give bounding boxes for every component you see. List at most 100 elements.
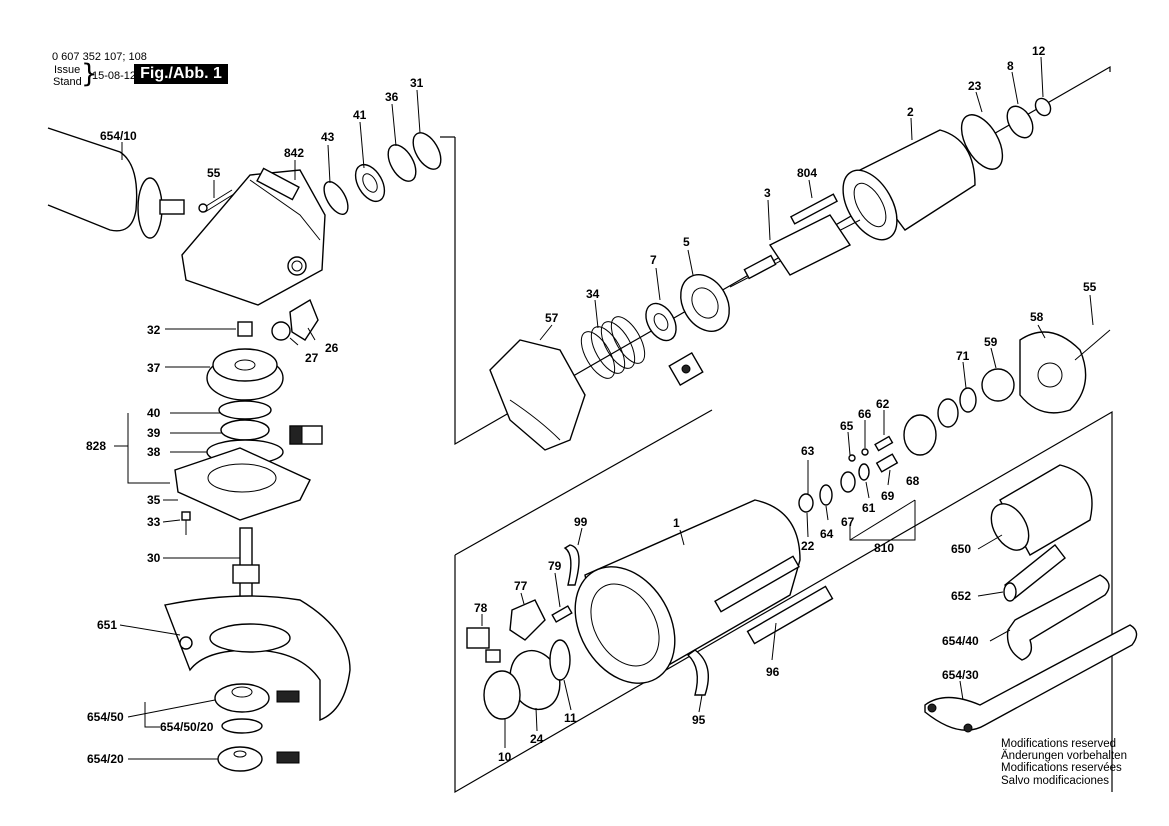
bearing-39 xyxy=(220,419,270,441)
label-38: 38 xyxy=(147,445,161,459)
label-2: 2 xyxy=(907,105,914,119)
lever-77 xyxy=(509,599,546,641)
part-labels: 654/10 55 842 43 41 36 31 32 26 27 37 40… xyxy=(86,44,1097,766)
silencer-650 xyxy=(990,464,1093,556)
label-35: 35 xyxy=(147,493,161,507)
rotor-3 xyxy=(729,214,861,288)
label-77: 77 xyxy=(514,579,528,593)
spring-79 xyxy=(551,605,573,623)
document-number: 0 607 352 107; 108 xyxy=(52,51,147,63)
issue-label: Issue xyxy=(54,64,81,76)
label-36: 36 xyxy=(385,90,399,104)
label-58: 58 xyxy=(1030,310,1044,324)
label-828: 828 xyxy=(86,439,106,453)
label-654-50: 654/50 xyxy=(87,710,124,724)
note-es: Salvo modificaciones xyxy=(1001,774,1110,787)
label-5: 5 xyxy=(683,235,690,249)
wrench-654-40 xyxy=(1006,574,1110,661)
circlip-31 xyxy=(412,132,442,170)
bevel-gear-37 xyxy=(206,348,284,401)
brace-glyph: } xyxy=(81,59,98,89)
bearing-8 xyxy=(1006,105,1034,139)
bush-32 xyxy=(237,321,253,337)
label-59: 59 xyxy=(984,335,998,349)
leader-lines xyxy=(114,56,1094,760)
bracket-810 xyxy=(849,499,916,541)
ring-43 xyxy=(323,181,349,215)
label-55: 55 xyxy=(207,166,221,180)
note-en: Modifications reserved xyxy=(1001,738,1117,750)
label-95: 95 xyxy=(692,713,706,727)
label-654-20: 654/20 xyxy=(87,752,124,766)
figure-label: Fig./Abb. 1 xyxy=(134,64,228,84)
label-32: 32 xyxy=(147,323,161,337)
upper-section-frame xyxy=(454,65,1111,446)
label-810: 810 xyxy=(874,541,894,555)
label-99: 99 xyxy=(574,515,588,529)
label-8: 8 xyxy=(1007,59,1014,73)
cylinder-5 xyxy=(680,274,730,332)
o-ring-71 xyxy=(959,387,977,413)
label-652: 652 xyxy=(951,589,971,603)
stand-label: Stand xyxy=(53,76,82,88)
label-34: 34 xyxy=(586,287,600,301)
ring-36 xyxy=(387,144,417,182)
o-ring-10 xyxy=(483,670,521,720)
end-cap-58 xyxy=(1019,331,1087,414)
label-10: 10 xyxy=(498,750,512,764)
label-67: 67 xyxy=(841,515,855,529)
label-69: 69 xyxy=(881,489,895,503)
flange-35 xyxy=(174,447,311,521)
bearing-7 xyxy=(645,302,677,342)
o-ring-11 xyxy=(549,639,571,681)
label-37: 37 xyxy=(147,361,161,375)
o-ring-64 xyxy=(819,484,833,506)
screw-55 xyxy=(198,189,235,213)
ball-66 xyxy=(861,448,869,456)
label-68: 68 xyxy=(906,474,920,488)
lower-section-frame xyxy=(454,410,1113,794)
label-11: 11 xyxy=(564,711,577,725)
label-96: 96 xyxy=(766,665,780,679)
o-ring-61 xyxy=(858,463,870,481)
ring-40 xyxy=(218,400,272,420)
label-7: 7 xyxy=(650,253,657,267)
pin-wrench-654-30 xyxy=(924,624,1138,733)
label-33: 33 xyxy=(147,515,161,529)
side-handle xyxy=(47,127,185,239)
label-31: 31 xyxy=(410,76,424,90)
modification-notes: Modifications reserved Änderungen vorbeh… xyxy=(1001,738,1127,787)
label-3: 3 xyxy=(764,186,771,200)
screw-33 xyxy=(181,511,191,535)
label-654-30: 654/30 xyxy=(942,668,979,682)
label-64: 64 xyxy=(820,527,834,541)
vanes-804 xyxy=(789,193,839,225)
label-71: 71 xyxy=(956,349,970,363)
label-1: 1 xyxy=(673,516,680,530)
o-ring-23 xyxy=(960,114,1004,170)
filter-part xyxy=(937,398,959,428)
lube-symbol-right xyxy=(668,352,704,386)
nipple-652 xyxy=(1003,544,1066,602)
label-22: 22 xyxy=(801,539,815,553)
spring-34 xyxy=(580,316,646,379)
label-65: 65 xyxy=(840,419,854,433)
part-65 xyxy=(848,454,856,462)
label-78: 78 xyxy=(474,601,488,615)
end-nut-12 xyxy=(1034,97,1052,117)
label-842: 842 xyxy=(284,146,304,160)
screw-55-right xyxy=(1074,329,1111,361)
label-39: 39 xyxy=(147,426,161,440)
label-41: 41 xyxy=(353,108,367,122)
label-66: 66 xyxy=(858,407,872,421)
label-804: 804 xyxy=(797,166,817,180)
bearing-41 xyxy=(354,163,386,203)
spring-62 xyxy=(874,435,894,452)
flange-654-50 xyxy=(214,683,300,713)
label-strip xyxy=(714,555,800,613)
cover-57 xyxy=(489,339,586,451)
label-40: 40 xyxy=(147,406,161,420)
label-63: 63 xyxy=(801,444,815,458)
seal-99 xyxy=(563,544,580,586)
